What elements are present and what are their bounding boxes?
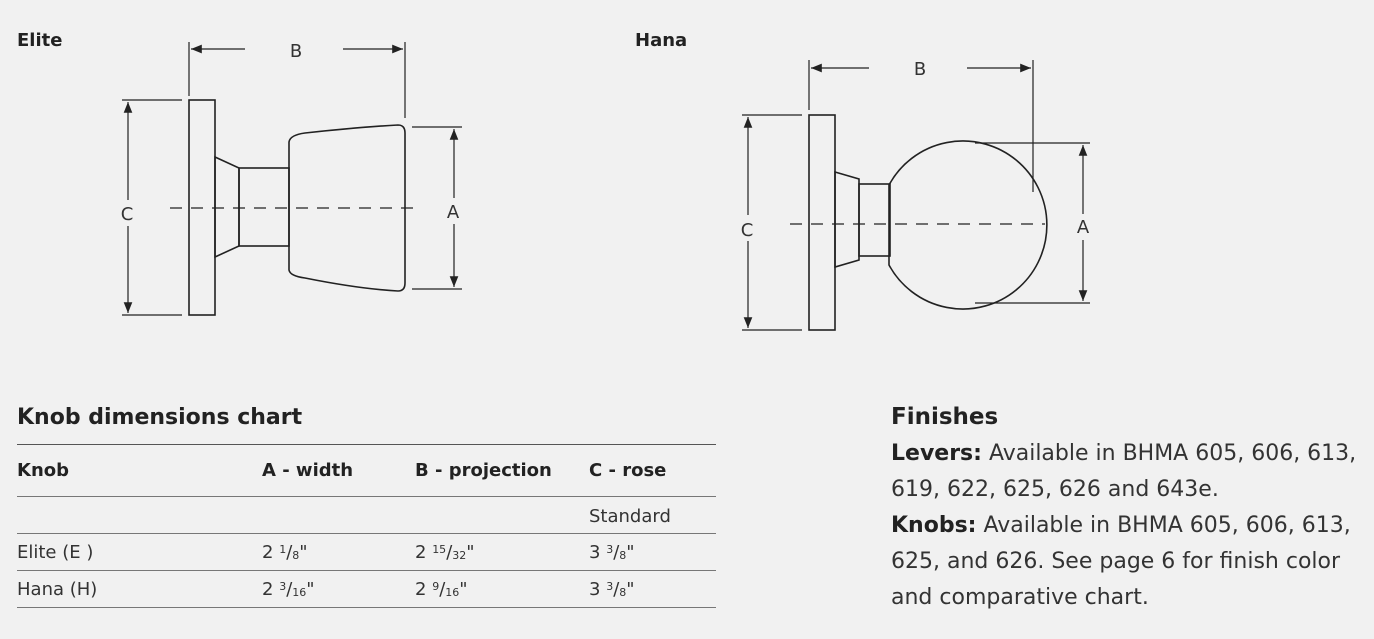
table-header-row: Knob A - width B - projection C - rose bbox=[17, 444, 716, 497]
elite-knob-body bbox=[288, 124, 406, 292]
row-knob-name: Hana (H) bbox=[17, 570, 262, 608]
row-knob-name: Elite (E ) bbox=[17, 533, 262, 571]
hana-knob-drawing bbox=[742, 60, 1090, 331]
elite-dim-c: C bbox=[121, 204, 134, 225]
knobs-text: Available in BHMA 605, 606, 613, 625, an… bbox=[891, 513, 1351, 610]
row-b-projection: 2 9/16" bbox=[415, 570, 589, 608]
levers-label: Levers: bbox=[891, 441, 982, 466]
header-c-rose: C - rose bbox=[589, 444, 716, 497]
knob-dimension-drawings: B C A B C A bbox=[121, 41, 1090, 331]
header-knob: Knob bbox=[17, 444, 262, 497]
knobs-finishes: Knobs: Available in BHMA 605, 606, 613, … bbox=[891, 508, 1374, 616]
elite-dim-a: A bbox=[447, 202, 460, 223]
header-b-projection: B - projection bbox=[415, 444, 589, 497]
hana-neck bbox=[858, 183, 891, 257]
row-c-rose: 3 3/8" bbox=[589, 570, 716, 608]
table-row: Elite (E ) 2 1/8" 2 15/32" 3 3/8" bbox=[17, 533, 716, 571]
row-b-projection: 2 15/32" bbox=[415, 533, 589, 571]
hana-dim-a: A bbox=[1077, 217, 1090, 238]
row-a-width: 2 1/8" bbox=[262, 533, 415, 571]
knob-dimensions-table: Knob A - width B - projection C - rose S… bbox=[17, 444, 716, 608]
subheader-standard: Standard bbox=[589, 496, 716, 534]
elite-shank-collar bbox=[214, 155, 240, 259]
knobs-label: Knobs: bbox=[891, 513, 977, 538]
row-a-width: 2 3/16" bbox=[262, 570, 415, 608]
elite-label: Elite bbox=[17, 30, 63, 51]
finishes-title: Finishes bbox=[891, 404, 999, 430]
table-subheader-row: Standard bbox=[17, 496, 716, 534]
hana-label: Hana bbox=[635, 30, 688, 51]
finishes-section: Finishes Levers: Available in BHMA 605, … bbox=[891, 404, 1374, 616]
levers-finishes: Levers: Available in BHMA 605, 606, 613,… bbox=[891, 436, 1374, 508]
elite-dim-b: B bbox=[290, 41, 302, 62]
hana-shank-collar bbox=[834, 170, 860, 269]
header-a-width: A - width bbox=[262, 444, 415, 497]
hana-knob-ball bbox=[888, 140, 1048, 310]
row-c-rose: 3 3/8" bbox=[589, 533, 716, 571]
elite-neck bbox=[238, 167, 290, 247]
chart-title: Knob dimensions chart bbox=[17, 405, 303, 430]
levers-text: Available in BHMA 605, 606, 613, 619, 62… bbox=[891, 441, 1357, 502]
hana-dim-c: C bbox=[741, 220, 754, 241]
hana-dim-b: B bbox=[914, 59, 926, 80]
table-row: Hana (H) 2 3/16" 2 9/16" 3 3/8" bbox=[17, 570, 716, 608]
elite-knob-drawing bbox=[122, 42, 462, 316]
hana-rose bbox=[808, 114, 836, 331]
